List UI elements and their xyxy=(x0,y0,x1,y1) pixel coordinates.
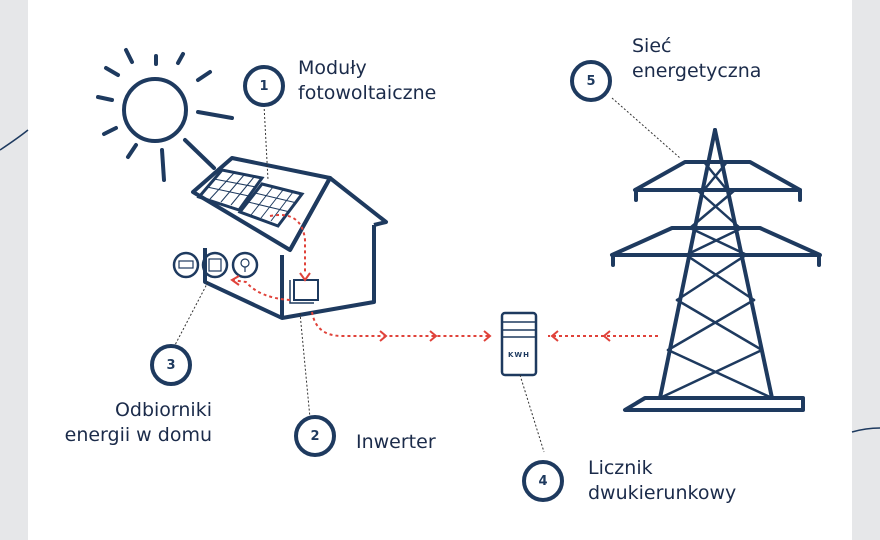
label-pv-modules-line-2: fotowoltaiczne xyxy=(298,82,437,104)
label-inverter: Inwerter xyxy=(356,430,436,455)
decor-curve-right xyxy=(851,427,880,433)
leader-lines xyxy=(174,97,681,453)
inverter-icon xyxy=(289,279,319,304)
label-pv-modules-line-1: Moduły xyxy=(298,57,367,79)
label-grid: Sieć energetyczna xyxy=(632,34,761,84)
diagram-panel xyxy=(28,0,852,540)
meter-icon xyxy=(500,311,538,377)
step-badge-3: 3 xyxy=(150,344,192,386)
solar-panel-icon xyxy=(196,168,305,228)
label-home-loads-line-1: Odbiorniki xyxy=(114,399,212,421)
appliance-icons xyxy=(172,251,259,279)
label-meter: Licznik dwukierunkowy xyxy=(588,456,736,506)
step-badge-4: 4 xyxy=(522,460,564,502)
energy-flow-arrows xyxy=(230,214,658,342)
label-grid-line-1: Sieć xyxy=(632,35,672,57)
label-inverter-line-1: Inwerter xyxy=(356,431,436,453)
label-meter-line-1: Licznik xyxy=(588,457,653,479)
sun-icon xyxy=(96,48,234,182)
meter-kwh-label: KWH xyxy=(508,351,530,359)
step-badge-2: 2 xyxy=(294,415,336,457)
step-badge-1: 1 xyxy=(243,65,285,107)
label-pv-modules: Moduły fotowoltaiczne xyxy=(298,56,436,106)
label-home-loads: Odbiorniki energii w domu xyxy=(48,398,212,448)
label-meter-line-2: dwukierunkowy xyxy=(588,482,737,504)
label-home-loads-line-2: energii w domu xyxy=(64,424,212,446)
power-pylon-icon xyxy=(610,128,822,412)
decor-curve-left xyxy=(0,129,29,151)
step-badge-5: 5 xyxy=(570,60,612,102)
label-grid-line-2: energetyczna xyxy=(632,60,762,82)
